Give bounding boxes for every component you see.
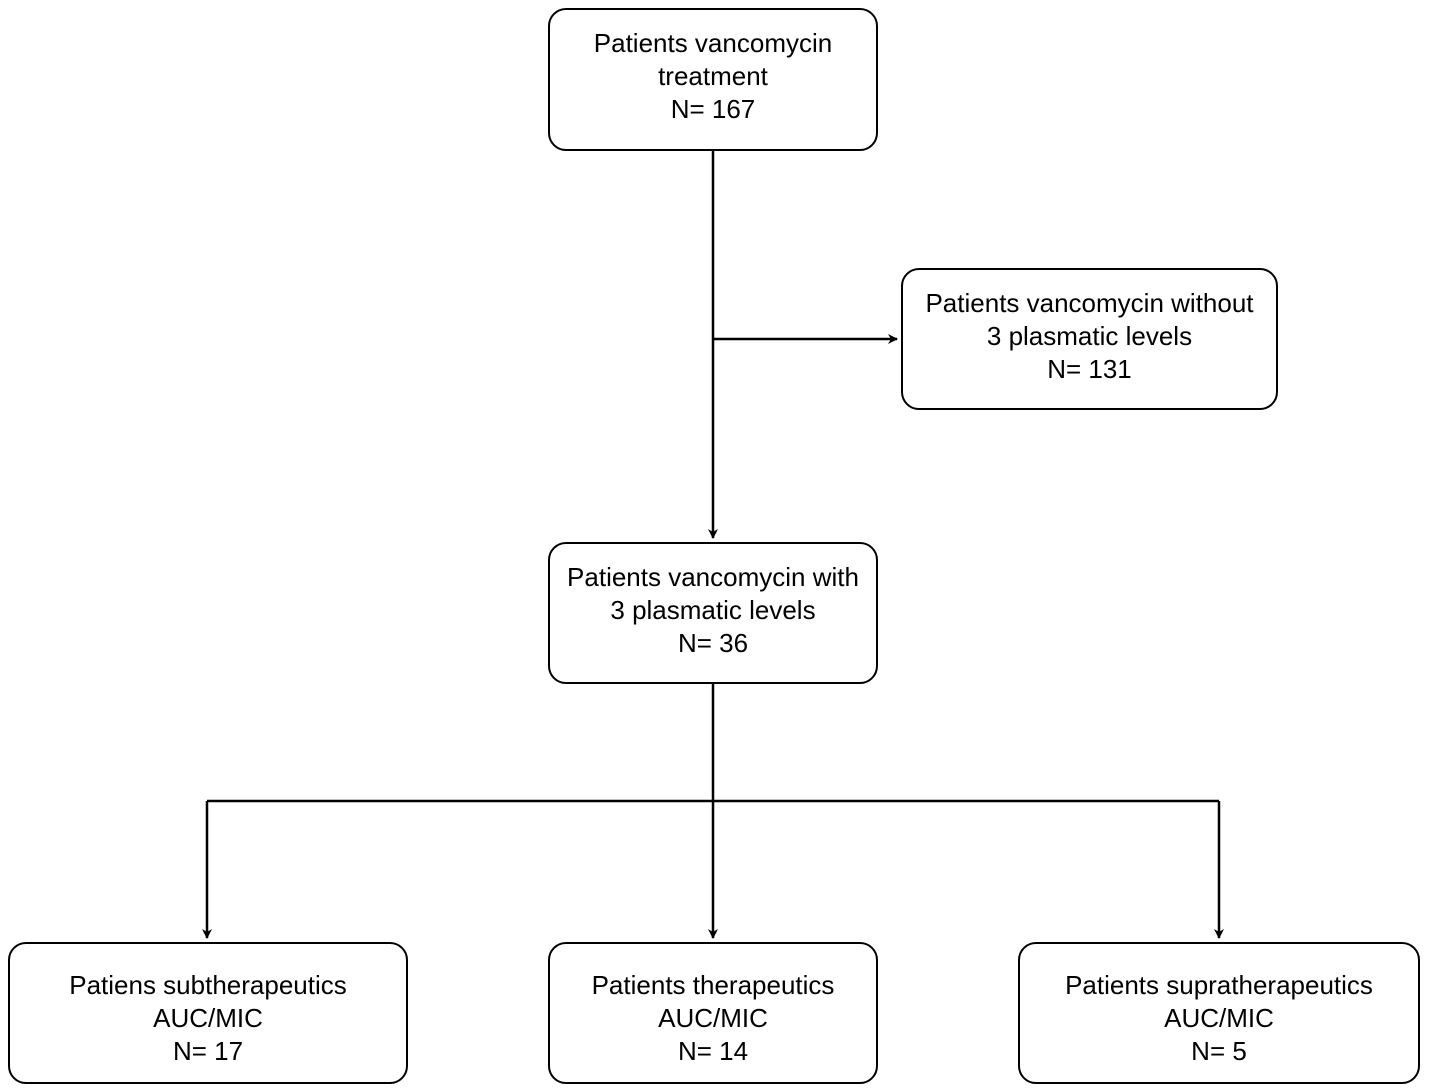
node-count: N= 14 xyxy=(677,1035,749,1066)
node-label-line: Patients supratherapeutics xyxy=(1065,969,1373,1000)
node-label-line: AUC/MIC xyxy=(1164,1002,1274,1033)
node-supratherapeutic: Patients supratherapeutics AUC/MIC N= 5 xyxy=(1018,942,1420,1084)
node-count: N= 17 xyxy=(172,1035,244,1066)
node-patients-vancomycin-treatment: Patients vancomycin treatment N= 167 xyxy=(548,8,878,151)
node-label-line: 3 plasmatic levels xyxy=(986,320,1193,351)
node-count: N= 5 xyxy=(1191,1035,1247,1066)
node-label-line: AUC/MIC xyxy=(658,1002,768,1033)
node-label-line: 3 plasmatic levels xyxy=(610,594,816,625)
node-patients-without-levels: Patients vancomycin without 3 plasmatic … xyxy=(901,268,1278,410)
node-count: N= 167 xyxy=(670,94,756,124)
node-count: N= 131 xyxy=(1047,353,1132,384)
node-label-line: Patiens subtherapeutics xyxy=(69,969,347,1000)
node-label-line: AUC/MIC xyxy=(153,1002,263,1033)
node-label-line: treatment xyxy=(658,61,768,91)
node-therapeutic: Patients therapeutics AUC/MIC N= 14 xyxy=(548,942,878,1084)
node-count: N= 36 xyxy=(677,627,749,658)
node-label-line: Patients vancomycin without xyxy=(925,287,1254,318)
node-subtherapeutic: Patiens subtherapeutics AUC/MIC N= 17 xyxy=(8,942,408,1084)
node-patients-with-levels: Patients vancomycin with 3 plasmatic lev… xyxy=(548,542,878,684)
node-label-line: Patients therapeutics xyxy=(591,969,835,1000)
node-label-line: Patients vancomycin xyxy=(593,28,833,58)
node-label-line: Patients vancomycin with xyxy=(567,561,859,592)
